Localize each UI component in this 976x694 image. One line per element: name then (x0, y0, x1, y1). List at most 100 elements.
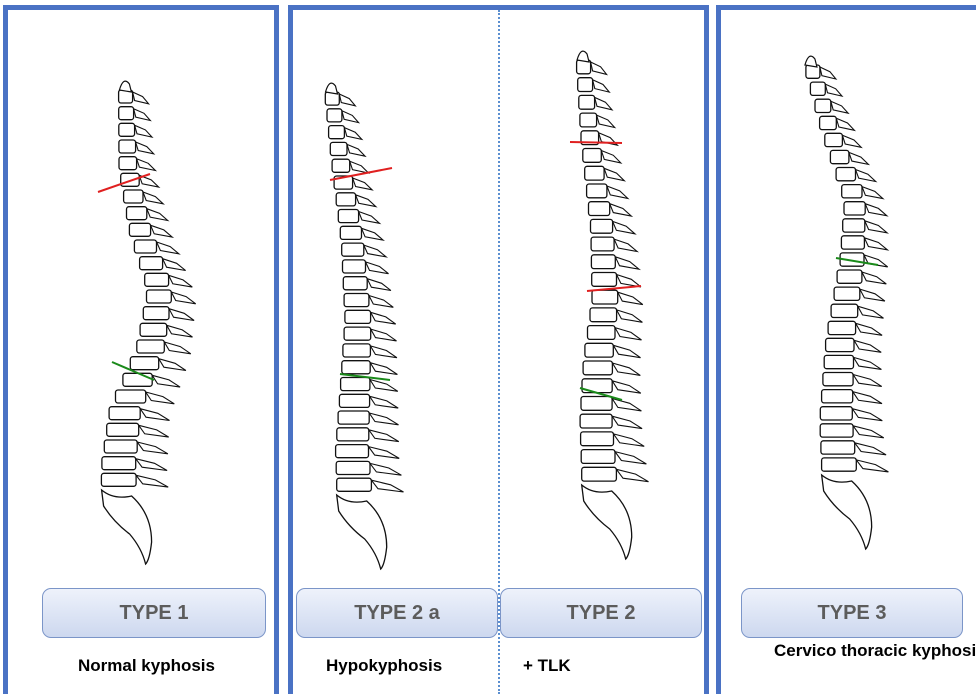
vertebra-body (820, 116, 837, 129)
vertebra-body (119, 123, 135, 136)
vertebra-body (140, 257, 163, 270)
vertebra-body (589, 202, 610, 216)
spinous-process (344, 128, 361, 140)
vertebra-body (580, 414, 612, 428)
spinous-process (856, 323, 883, 335)
vertebra-body (592, 273, 617, 287)
spinous-process (350, 161, 369, 173)
sacrum (822, 475, 872, 549)
spinous-process (359, 212, 380, 224)
spinous-process (862, 272, 886, 284)
spinous-process (366, 262, 389, 274)
spinous-process (159, 359, 186, 371)
vertebra-body (826, 338, 854, 351)
vertebra-body (822, 458, 857, 471)
spinous-process (134, 109, 151, 121)
spinous-process (854, 357, 882, 369)
vertebra-body (109, 407, 140, 420)
vertebra-body (841, 236, 864, 249)
vertebra-body (828, 321, 856, 334)
vertebra-body (330, 142, 347, 155)
vertebra-body (127, 207, 147, 220)
caption-hypokyphosis: Hypokyphosis (326, 656, 442, 676)
vertebra-body (820, 407, 852, 420)
spinous-process (369, 447, 400, 459)
spine-type2a (325, 83, 403, 569)
vertebra-body (583, 361, 612, 375)
vertebra-body (844, 202, 865, 215)
spinous-process (163, 259, 186, 271)
spinous-process (615, 452, 646, 464)
spinous-process (169, 275, 193, 287)
vertebra-body (337, 428, 369, 441)
spinous-process (151, 225, 173, 237)
spinous-process (167, 325, 193, 337)
vertebra-body (342, 361, 370, 374)
spinous-process (169, 309, 194, 321)
vertebra-body (820, 424, 853, 437)
spinous-process (865, 204, 887, 216)
vertebra-body (585, 166, 604, 180)
type-1-label: TYPE 1 (42, 588, 266, 638)
spinous-process (614, 239, 637, 251)
vertebra-body (143, 307, 169, 320)
spinous-process (362, 228, 384, 240)
spinous-process (339, 94, 355, 106)
caption-cervico-thoracic-kyphosis: Cervico thoracic kyphosis (774, 639, 934, 663)
spinous-process (617, 275, 641, 287)
spinous-process (595, 97, 612, 109)
spinous-process (612, 416, 642, 428)
spinous-process (135, 125, 152, 137)
spinous-process (367, 279, 391, 291)
spinous-process (820, 67, 836, 79)
vertebra-body (578, 78, 593, 92)
sacrum (102, 490, 152, 564)
vertebra-body (137, 340, 165, 353)
spinous-process (136, 142, 154, 154)
vertebra-body (579, 95, 595, 109)
vertebra-body (124, 190, 143, 203)
vertebra-body (101, 473, 136, 486)
vertebra-body (337, 478, 372, 491)
spinous-process (601, 151, 621, 163)
spinous-process (855, 443, 886, 455)
vertebra-body (147, 290, 172, 303)
spinous-process (369, 430, 399, 442)
spinous-process (615, 257, 639, 269)
type-2-label: TYPE 2 (500, 588, 702, 638)
spinous-process (370, 363, 397, 375)
vertebra-body (129, 223, 150, 236)
vertebra-body (580, 113, 597, 127)
vertebra-body (338, 210, 358, 223)
spinous-process (143, 192, 163, 204)
spinous-process (616, 469, 648, 481)
vertebra-body (344, 327, 371, 340)
spinous-process (836, 118, 854, 130)
vertebra-body (583, 149, 602, 163)
spinous-process (613, 221, 635, 233)
spinous-process (612, 399, 641, 411)
spinous-process (147, 209, 168, 221)
spinous-process (864, 238, 887, 250)
sacrum (582, 485, 632, 559)
spine-type2 (570, 51, 649, 559)
spinous-process (860, 289, 885, 301)
spinous-process (856, 460, 888, 472)
spinous-process (607, 186, 628, 198)
vertebra-body (831, 304, 858, 317)
spinous-process (152, 375, 180, 387)
vertebra-body (342, 243, 364, 256)
vertebra-body (834, 287, 860, 300)
spinous-process (146, 392, 175, 404)
type-2a-label: TYPE 2 a (296, 588, 498, 638)
spinous-process (614, 434, 645, 446)
vertebra-body (842, 185, 862, 198)
spinous-process (371, 329, 397, 341)
spinous-process (136, 475, 168, 487)
spinous-process (370, 346, 397, 358)
vertebra-body (585, 343, 613, 357)
spinous-process (591, 62, 607, 74)
vertebra-body (119, 140, 136, 153)
vertebra-body (343, 277, 367, 290)
vertebra-body (341, 378, 370, 391)
